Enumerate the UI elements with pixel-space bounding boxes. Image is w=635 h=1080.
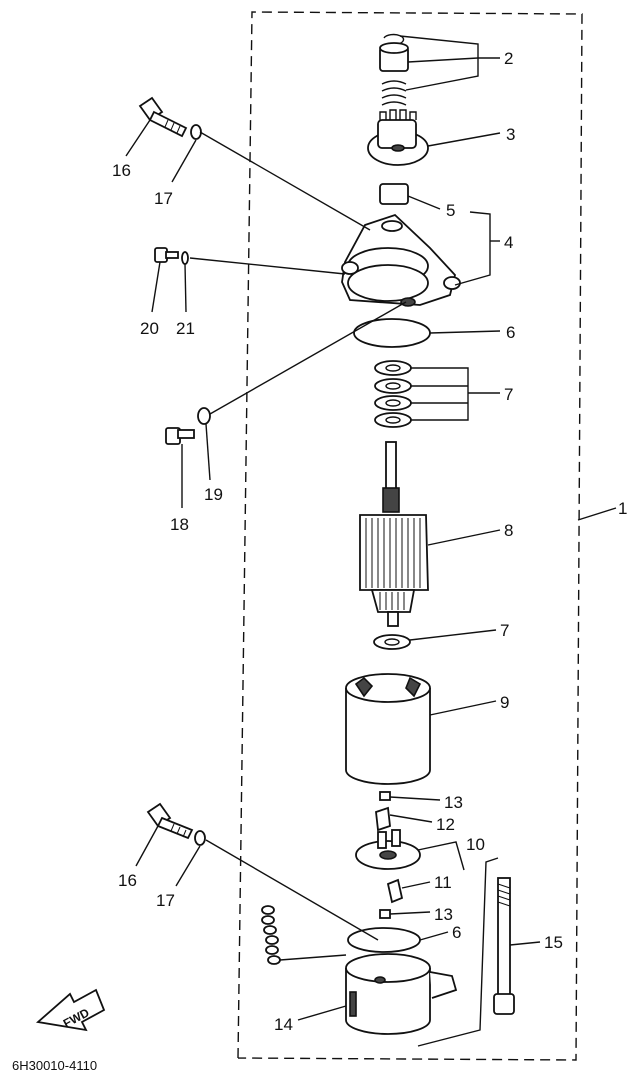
- assembly-boundary: [237, 11, 583, 1061]
- callout-2: 2: [504, 49, 513, 68]
- drawing-code: 6H30010-4110: [12, 1058, 97, 1073]
- callout-3: 3: [506, 125, 515, 144]
- callout-5: 5: [446, 201, 455, 220]
- part-11-brush: [386, 878, 404, 904]
- part-18-bolt: [165, 427, 195, 445]
- part-20-bolt: [154, 247, 179, 263]
- callout-7-mid: 7: [500, 621, 509, 640]
- callout-20: 20: [140, 319, 159, 338]
- callout-6-bottom: 6: [452, 923, 461, 942]
- part-12-brush: [375, 806, 391, 832]
- callout-16-top: 16: [112, 161, 131, 180]
- part-15-through-bolt: [493, 877, 515, 1015]
- part-10-brush-holder: [355, 829, 421, 870]
- part-17-washer-bottom: [194, 830, 206, 846]
- callout-17-bottom: 17: [156, 891, 175, 910]
- callout-9: 9: [500, 693, 509, 712]
- part-3-pinion-gear: [367, 109, 429, 166]
- part-8-armature: [359, 441, 429, 627]
- part-16-bolt-bottom: [146, 802, 194, 840]
- part-7-washer-lower: [373, 634, 411, 650]
- small-parts-stack: [261, 905, 281, 965]
- callout-10: 10: [466, 835, 485, 854]
- callout-8: 8: [504, 521, 513, 540]
- part-17-washer-top: [190, 124, 202, 140]
- part-7-washer-lower-hole: [384, 638, 400, 646]
- part-5-bushing: [379, 183, 409, 205]
- callout-18: 18: [170, 515, 189, 534]
- callout-4: 4: [504, 233, 513, 252]
- part-21-washer: [181, 251, 189, 265]
- part-2-clip-collar-spring: [379, 33, 409, 106]
- fwd-arrow: FWD: [35, 988, 106, 1032]
- part-6-o-ring-bottom: [347, 927, 421, 953]
- callout-7-top: 7: [504, 385, 513, 404]
- part-14-rear-bracket: [345, 953, 458, 1035]
- part-9-yoke: [345, 673, 431, 785]
- callout-21: 21: [176, 319, 195, 338]
- part-13-nut-top: [379, 791, 391, 801]
- callout-1: 1: [618, 499, 627, 518]
- callout-6-top: 6: [506, 323, 515, 342]
- callout-14: 14: [274, 1015, 293, 1034]
- part-13-nut-bottom: [379, 909, 391, 919]
- part-6-o-ring-top: [353, 318, 431, 348]
- callout-15: 15: [544, 933, 563, 952]
- callout-13-top: 13: [444, 793, 463, 812]
- callout-13-bottom: 13: [434, 905, 453, 924]
- part-19-washer: [197, 407, 211, 425]
- callout-19: 19: [204, 485, 223, 504]
- part-7-washer-stack: [374, 360, 412, 428]
- part-4-front-bracket: [341, 213, 461, 307]
- leader-lines: [125, 35, 617, 1047]
- part-16-bolt-top: [138, 96, 188, 138]
- callout-17-top: 17: [154, 189, 173, 208]
- callout-12: 12: [436, 815, 455, 834]
- callout-11: 11: [434, 873, 452, 892]
- callout-16-bottom: 16: [118, 871, 137, 890]
